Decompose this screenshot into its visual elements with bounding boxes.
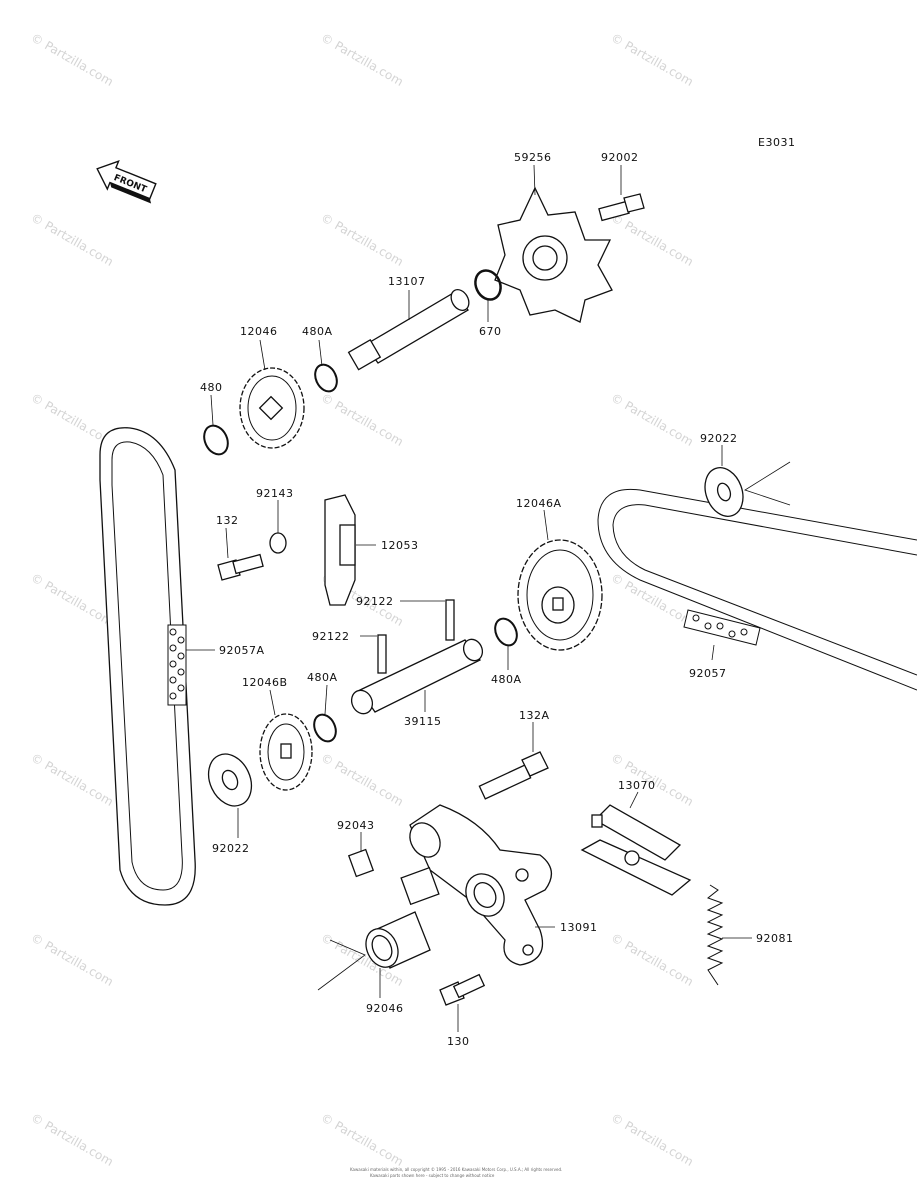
pin-92122-upper — [445, 599, 455, 641]
label-12046B: 12046B — [242, 676, 288, 689]
label-130: 130 — [447, 1035, 470, 1048]
label-92122-lower: 92122 — [312, 630, 350, 643]
sprocket-12046A — [517, 539, 603, 651]
label-59256: 59256 — [514, 151, 552, 164]
label-480A-right: 480A — [491, 673, 522, 686]
label-480: 480 — [200, 381, 223, 394]
tensioner-13070 — [580, 804, 692, 896]
collar — [400, 866, 440, 906]
label-670: 670 — [479, 325, 502, 338]
washer-92143 — [269, 532, 287, 554]
sprocket-12046 — [239, 367, 305, 449]
watermark: © Partzilla.com — [609, 930, 696, 988]
sprocket-12046B — [259, 713, 313, 791]
diagram-code: E3031 — [758, 136, 795, 149]
washer-92022-right — [704, 467, 744, 517]
label-132: 132 — [216, 514, 239, 527]
watermark: © Partzilla.com — [609, 30, 696, 88]
circlip-480A-right — [494, 617, 518, 647]
collar-92043 — [347, 848, 375, 878]
label-13091: 13091 — [560, 921, 598, 934]
bolt-132A — [478, 751, 549, 800]
watermark: © Partzilla.com — [29, 750, 116, 808]
bracket-13091 — [409, 804, 552, 966]
label-92057A: 92057A — [219, 644, 265, 657]
label-12053: 12053 — [381, 539, 419, 552]
label-132A: 132A — [519, 709, 550, 722]
label-39115: 39115 — [404, 715, 442, 728]
footer-copyright: Kawasaki materials within, all copyright… — [350, 1167, 562, 1172]
part-labels: 59256 92002 13107 670 12046 480A 480 920… — [200, 151, 794, 1048]
watermark: © Partzilla.com — [319, 390, 406, 448]
leader-lines — [186, 164, 752, 1032]
spring-92081 — [706, 884, 724, 986]
shaft-39115 — [350, 638, 484, 715]
label-480A-top: 480A — [302, 325, 333, 338]
label-92143: 92143 — [256, 487, 294, 500]
drive-chain-left — [99, 427, 196, 906]
arm-12053 — [324, 494, 356, 606]
front-arrow-icon: FRONT — [96, 160, 157, 204]
watermark: © Partzilla.com — [29, 210, 116, 268]
watermark: © Partzilla.com — [29, 1110, 116, 1168]
label-92022-left: 92022 — [212, 842, 250, 855]
label-13070: 13070 — [618, 779, 656, 792]
watermark: © Partzilla.com — [319, 750, 406, 808]
pin-92122-lower — [377, 634, 387, 674]
bolt-132 — [217, 553, 264, 581]
pointer-left — [317, 939, 366, 991]
label-92022-right: 92022 — [700, 432, 738, 445]
watermark: © Partzilla.com — [609, 570, 696, 628]
chain-joint-92057A — [167, 624, 187, 706]
label-92122-upper: 92122 — [356, 595, 394, 608]
chain-guide-59256 — [494, 186, 613, 323]
label-12046A: 12046A — [516, 497, 562, 510]
footer-note: Kawasaki parts shown here - subject to c… — [370, 1173, 495, 1178]
pointer-right — [744, 461, 791, 506]
label-92081: 92081 — [756, 932, 794, 945]
circlip-480 — [203, 424, 229, 456]
circlip-480A-top — [314, 363, 338, 393]
watermark: © Partzilla.com — [29, 930, 116, 988]
label-92002: 92002 — [601, 151, 639, 164]
label-12046: 12046 — [240, 325, 278, 338]
watermark: © Partzilla.com — [29, 30, 116, 88]
circlip-480A-mid — [313, 713, 337, 743]
drive-chain-right — [597, 488, 917, 691]
watermark: © Partzilla.com — [319, 210, 406, 268]
oring-670 — [474, 269, 502, 301]
watermark: © Partzilla.com — [319, 30, 406, 88]
label-92057: 92057 — [689, 667, 727, 680]
watermark: © Partzilla.com — [29, 570, 116, 628]
watermark: © Partzilla.com — [609, 210, 696, 268]
label-480A-mid: 480A — [307, 671, 338, 684]
bearing-92046 — [365, 911, 431, 969]
label-92046: 92046 — [366, 1002, 404, 1015]
label-92043: 92043 — [337, 819, 375, 832]
shaft-13107 — [347, 289, 470, 371]
watermark: © Partzilla.com — [609, 1110, 696, 1168]
washer-92022-left — [207, 753, 253, 807]
bolt-130 — [439, 973, 486, 1006]
watermark: © Partzilla.com — [609, 390, 696, 448]
bolt-92002 — [598, 193, 645, 222]
chain-joint-92057 — [683, 609, 761, 646]
watermark: © Partzilla.com — [319, 1110, 406, 1168]
label-13107: 13107 — [388, 275, 426, 288]
